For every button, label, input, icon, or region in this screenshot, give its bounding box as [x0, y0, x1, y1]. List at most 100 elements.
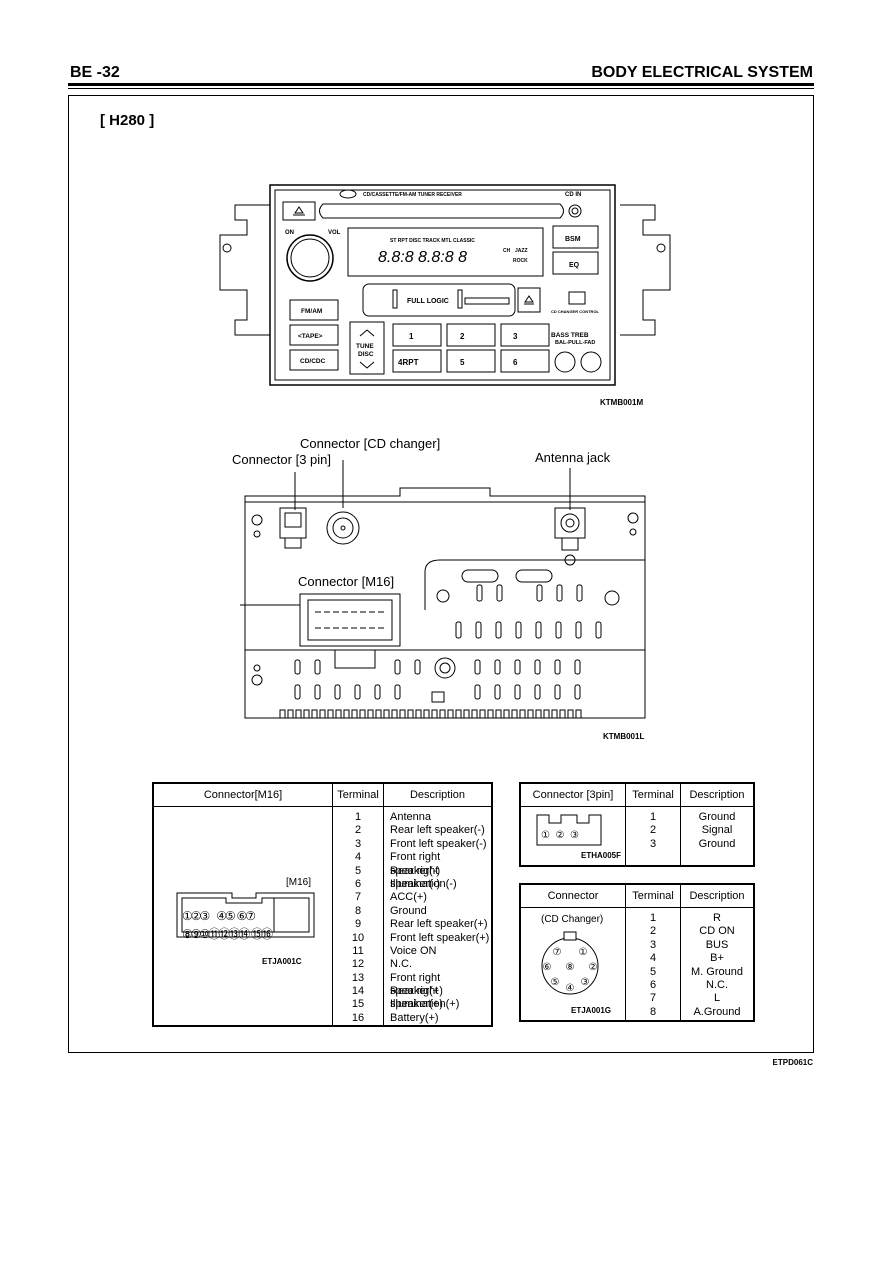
full-logic-label: FULL LOGIC [407, 298, 449, 305]
callout-antenna-jack: Antenna jack [535, 450, 611, 465]
m16-description: Front left speaker(+) [390, 931, 490, 944]
cd-changer-control-label: CD CHANGER CONTROL [551, 309, 600, 314]
3pin-table: Connector [3pin] Terminal Description ① … [519, 782, 755, 867]
display-jazz: JAZZ [515, 248, 528, 254]
m16-description: Rear left speaker(+) [390, 918, 488, 931]
m16-terminal: 7 [354, 891, 362, 904]
eq-button[interactable]: EQ [569, 262, 580, 269]
m16-connector [299, 593, 401, 647]
m16-pins-bottom: ⑧⑨⑩⑪⑫⑬⑭ ⑮⑯ [182, 927, 273, 941]
preset-5[interactable]: 5 [460, 358, 465, 367]
m16-description: Illumination(-) [390, 877, 457, 890]
m16-description: ACC(+) [390, 891, 427, 904]
m16-terminal: 10 [351, 931, 365, 944]
svg-text:⑦: ⑦ [553, 947, 562, 958]
svg-text:②: ② [589, 962, 598, 973]
m16-description: Rear left speaker(-) [390, 824, 485, 837]
header-rule [68, 83, 814, 86]
brand-logo [339, 189, 357, 199]
m16-terminal: 16 [351, 1011, 365, 1024]
m16-header-terminal: Terminal [332, 782, 384, 807]
m16-terminal: 5 [354, 864, 362, 877]
m16-description: Rear right speaker(-) [390, 864, 441, 890]
m16-terminal-column: 1 2 3 4 5 6 7 8 9 10 11 12 13 14 15 16 [333, 811, 383, 1025]
tune-label: TUNE [356, 343, 374, 350]
cdc-header-terminal: Terminal [625, 883, 681, 908]
m16-description: Front right speaker(+) [390, 971, 443, 998]
callout-m16: Connector [M16] [298, 574, 395, 589]
model-code: [ H280 ] [100, 112, 155, 129]
cd-changer-table: Connector Terminal Description (CD Chang… [519, 883, 755, 1022]
m16-description: Antenna [390, 811, 431, 823]
m16-description: Voice ON [390, 944, 437, 957]
m16-terminal: 9 [354, 918, 362, 931]
3pin-description-column: Ground Signal Ground [698, 811, 736, 850]
m16-connector-face [176, 892, 315, 938]
m16-description: N.C. [390, 958, 412, 971]
m16-terminal: 1 [354, 811, 362, 823]
preset-2[interactable]: 2 [460, 332, 465, 341]
vent-slots [294, 584, 602, 700]
m16-connector-label: [M16] [286, 877, 312, 888]
m16-terminal: 8 [354, 904, 362, 917]
right-bracket [620, 204, 671, 336]
m16-header-connector: Connector[M16] [152, 782, 333, 807]
m16-terminal: 4 [354, 851, 362, 864]
disc-label: DISC [358, 351, 374, 358]
callout-3pin: Connector [3 pin] [232, 452, 332, 467]
m16-connector-cell: [M16] ①②③ ④⑤ ⑥⑦ ⑧⑨⑩⑪⑫⑬⑭ ⑮⑯ ETJA001C [152, 806, 333, 1027]
m16-terminal: 3 [354, 837, 362, 850]
m16-description-column: Antenna Rear left speaker(-) Front left … [390, 811, 491, 1025]
display-rock: ROCK [513, 258, 528, 264]
cd-cdc-button[interactable]: CD/CDC [300, 358, 326, 365]
m16-terminal: 13 [351, 971, 365, 984]
m16-description: Battery(+) [390, 1011, 439, 1024]
tape-button[interactable]: <TAPE> [298, 333, 323, 340]
cd-in-label: CD IN [565, 192, 581, 198]
3pin-fig-code: ETHA005F [581, 851, 622, 860]
bsm-button[interactable]: BSM [565, 236, 581, 243]
svg-text:①: ① [579, 947, 588, 958]
3pin-terminal-column: 1 2 3 [649, 811, 657, 850]
preset-1[interactable]: 1 [409, 332, 414, 341]
svg-text:⑧: ⑧ [566, 962, 575, 973]
3pin-header-description: Description [680, 782, 755, 807]
fm-am-button[interactable]: FM/AM [301, 308, 322, 315]
m16-pin-table: Connector[M16] Terminal Description [M16… [152, 782, 493, 1028]
svg-text:④: ④ [566, 983, 575, 994]
radio-front-drawing: CD/CASSETTE/FM-AM TUNER RECEIVER CD IN O… [219, 184, 671, 386]
m16-description: Front right speaker(-) [390, 851, 441, 877]
section-title: BODY ELECTRICAL SYSTEM [591, 64, 813, 81]
m16-terminal: 11 [352, 944, 364, 957]
vol-label: VOL [328, 230, 341, 236]
svg-text:⑥: ⑥ [543, 962, 552, 973]
display-modes: ST RPT DISC TRACK MTL CLASSIC [390, 238, 475, 244]
m16-terminal: 12 [351, 958, 365, 971]
preset-6[interactable]: 6 [513, 358, 518, 367]
bass-treb-label: BASS TREB [551, 332, 589, 339]
rear-view-drawing [240, 460, 646, 719]
figure-code-rear: KTMB001L [603, 732, 645, 741]
m16-fig-code: ETJA001C [262, 957, 302, 966]
display-digits: 8.8:8 8.8:8 8 [378, 249, 467, 266]
3pin-connector-cell: ① ② ③ ETHA005F [519, 806, 626, 866]
m16-terminal: 15 [351, 998, 365, 1011]
m16-description: Illumination(+) [390, 998, 460, 1011]
3pin-header-connector: Connector [3pin] [519, 782, 626, 807]
on-label: ON [285, 230, 294, 236]
m16-terminal: 6 [354, 877, 362, 890]
m16-description: Front left speaker(-) [390, 837, 487, 850]
3pin-connector-face [536, 814, 602, 846]
preset-3[interactable]: 3 [513, 332, 518, 341]
preset-4[interactable]: 4RPT [398, 358, 419, 367]
m16-pins-top: ①②③ ④⑤ ⑥⑦ [182, 909, 256, 923]
header-rule-thin [68, 88, 814, 89]
page-figure-code: ETPD061C [772, 1058, 813, 1067]
cdc-terminal-column: 1 2 3 4 5 6 7 8 [649, 912, 657, 1018]
m16-terminal: 14 [351, 985, 365, 998]
chassis [244, 487, 646, 719]
cdc-description-column: R CD ON BUS B+ M. Ground N.C. L A.Ground [691, 912, 743, 1018]
svg-text:⑤: ⑤ [551, 977, 560, 988]
